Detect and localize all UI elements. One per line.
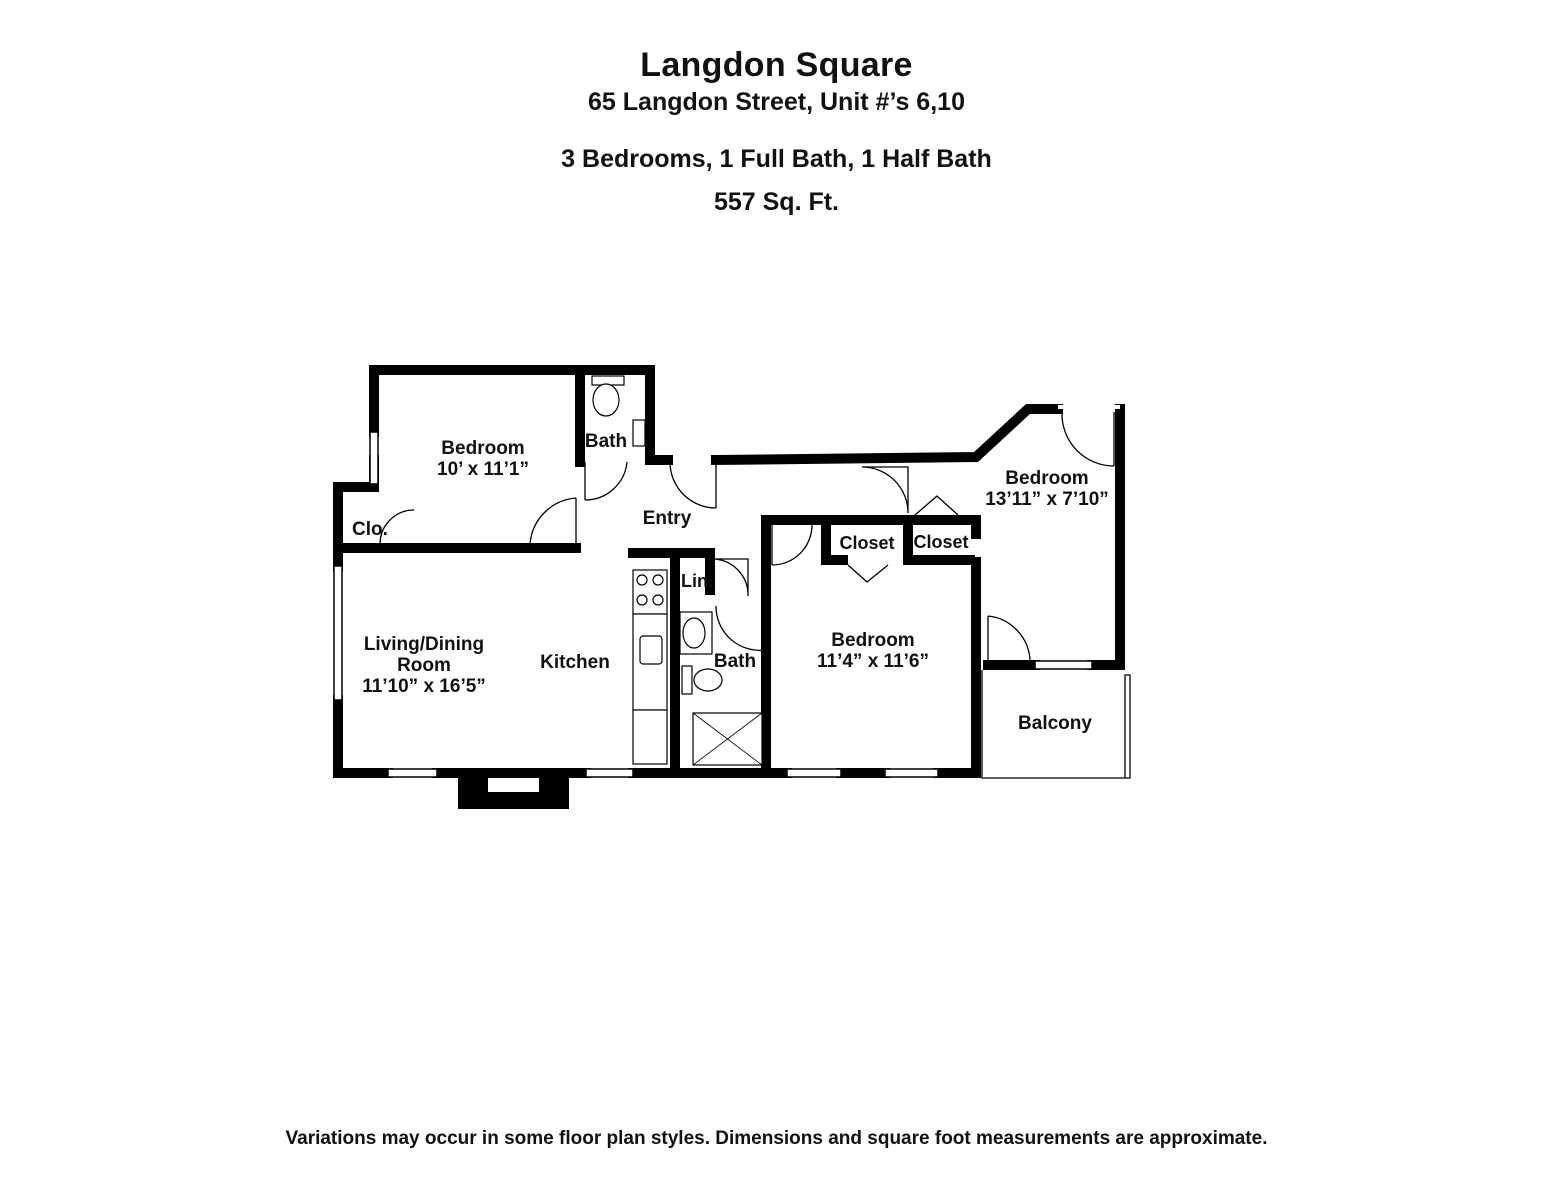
room-dims-living: 11’10” x 16’5” bbox=[362, 676, 486, 697]
room-name-balcony: Balcony bbox=[1018, 713, 1092, 734]
balcony-outline bbox=[981, 670, 1131, 779]
plan-address: 65 Langdon Street, Unit #’s 6,10 bbox=[588, 88, 965, 116]
room-name-closet-b: Closet bbox=[913, 532, 968, 552]
rooms-summary: 3 Bedrooms, 1 Full Bath, 1 Half Bath bbox=[561, 145, 992, 173]
room-dims-bedroom-center: 11’4” x 11’6” bbox=[817, 651, 929, 672]
room-name-living-2: Room bbox=[397, 655, 451, 676]
sink-icon bbox=[632, 419, 646, 447]
room-name-full-bath: Bath bbox=[714, 651, 756, 672]
room-name-bedroom-ne: Bedroom bbox=[1005, 468, 1088, 489]
plan-title: Langdon Square bbox=[640, 46, 913, 84]
room-dims-bedroom-ne: 13’11” x 7’10” bbox=[985, 489, 1109, 510]
toilet-icon bbox=[592, 383, 620, 417]
room-name-closet-nw: Clo. bbox=[352, 519, 388, 540]
room-name-living-1: Living/Dining bbox=[364, 634, 484, 655]
toilet-icon bbox=[693, 668, 723, 692]
room-labels: Bedroom 10’ x 11’1” Bath Clo. Entry Livi… bbox=[352, 431, 1109, 734]
room-dims-bedroom-nw: 10’ x 11’1” bbox=[437, 459, 529, 480]
disclaimer: Variations may occur in some floor plan … bbox=[285, 1128, 1268, 1149]
fixtures bbox=[591, 375, 763, 766]
kitchen-sink-icon bbox=[639, 635, 663, 665]
windows bbox=[333, 405, 1120, 778]
room-name-half-bath: Bath bbox=[585, 431, 627, 452]
doors bbox=[379, 411, 1115, 665]
room-name-kitchen: Kitchen bbox=[540, 652, 610, 673]
room-name-entry: Entry bbox=[643, 508, 692, 529]
refrigerator-icon bbox=[632, 709, 668, 765]
room-name-bedroom-nw: Bedroom bbox=[441, 438, 524, 459]
room-name-closet-a: Closet bbox=[839, 533, 894, 553]
room-name-bedroom-center: Bedroom bbox=[831, 630, 914, 651]
room-name-linen: Lin. bbox=[681, 571, 713, 591]
square-footage: 557 Sq. Ft. bbox=[713, 188, 840, 216]
